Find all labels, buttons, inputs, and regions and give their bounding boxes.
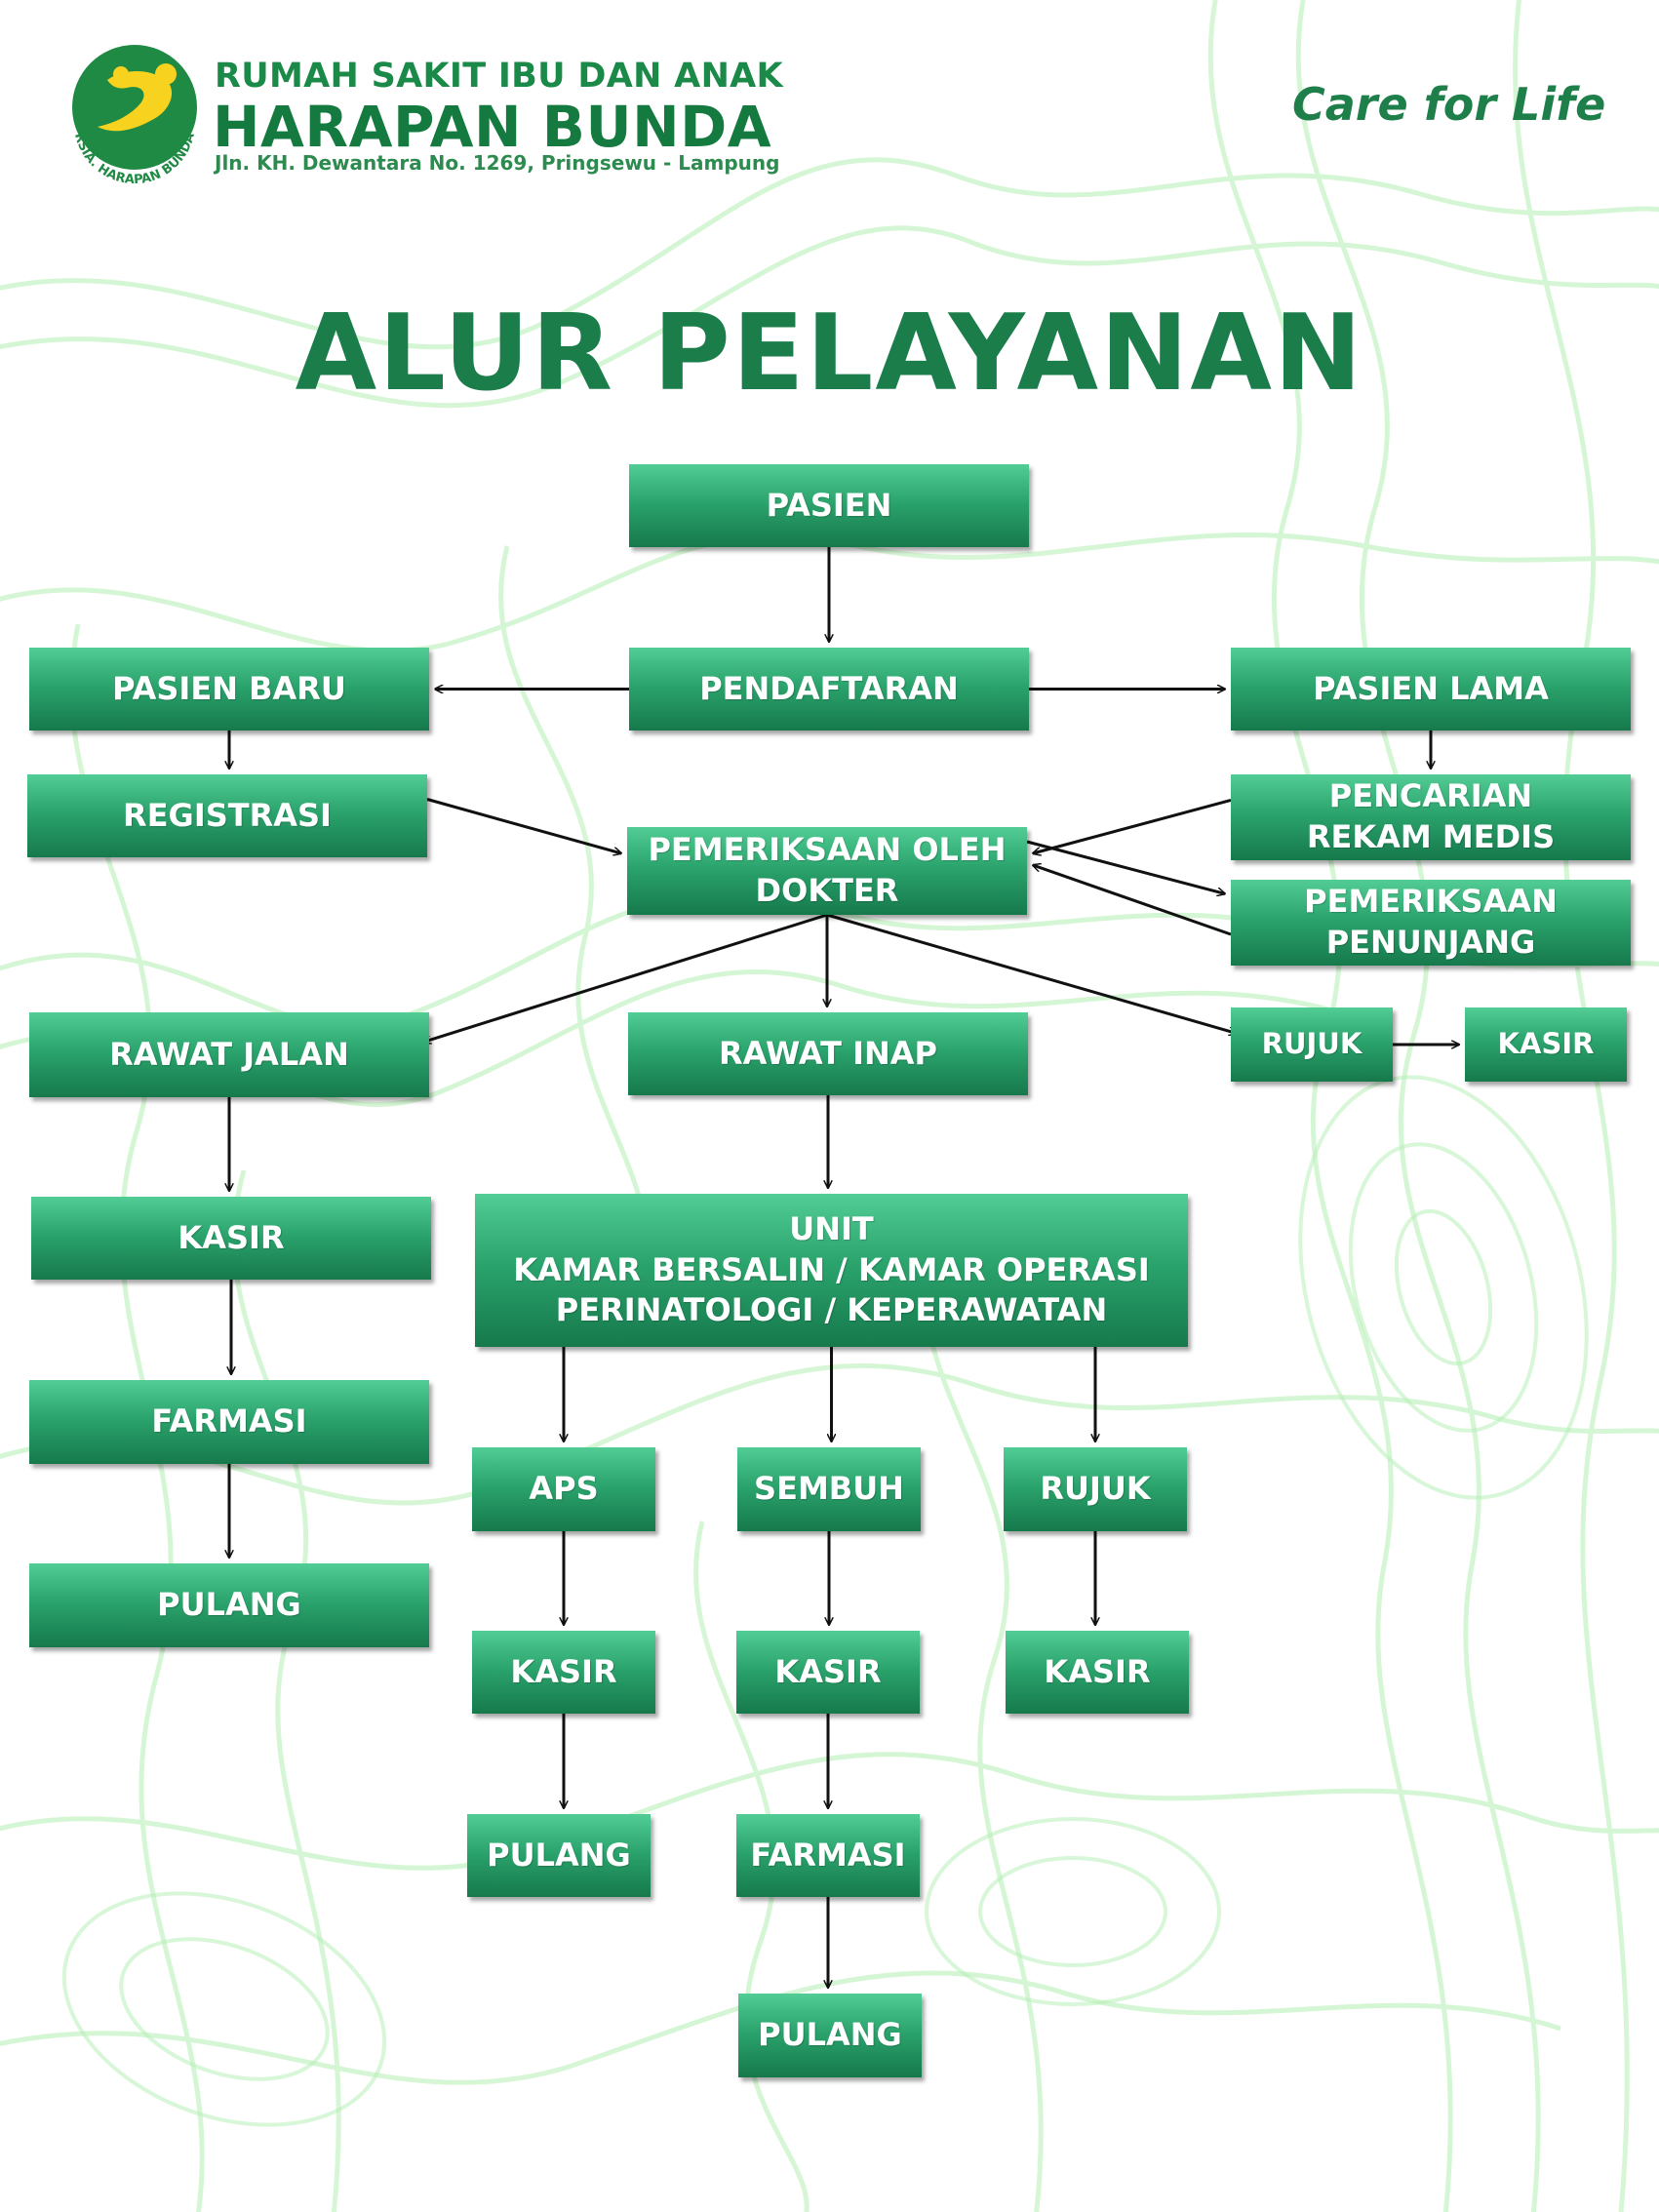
node-label: PULANG xyxy=(157,1586,301,1624)
node-kasir: KASIR xyxy=(31,1197,431,1280)
node-label: PENDAFTARAN xyxy=(699,669,959,707)
node-pulang: PULANG xyxy=(738,1994,922,2077)
node-rujuk: RUJUK xyxy=(1004,1447,1187,1531)
node-pasien-baru: PASIEN BARU xyxy=(29,648,429,731)
tagline: Care for Life xyxy=(1292,78,1606,131)
node-pulang: PULANG xyxy=(467,1814,651,1897)
hospital-subtitle: RUMAH SAKIT IBU DAN ANAK xyxy=(215,57,783,96)
node-label: RAWAT JALAN xyxy=(109,1035,349,1073)
node-farmasi: FARMASI xyxy=(736,1814,920,1897)
node-label: RAWAT INAP xyxy=(719,1034,937,1072)
node-rawat-jalan: RAWAT JALAN xyxy=(29,1012,429,1097)
node-pemeriksaan-dokter: PEMERIKSAAN OLEH DOKTER xyxy=(627,827,1027,915)
node-pasien: PASIEN xyxy=(629,464,1029,547)
node-farmasi: FARMASI xyxy=(29,1380,429,1464)
node-unit: UNIT KAMAR BERSALIN / KAMAR OPERASI PERI… xyxy=(475,1194,1188,1347)
hospital-name: HARAPAN BUNDA xyxy=(213,94,772,160)
node-pasien-lama: PASIEN LAMA xyxy=(1231,648,1631,731)
node-pencarian-rekam-medis: PENCARIAN REKAM MEDIS xyxy=(1231,774,1631,860)
node-kasir: KASIR xyxy=(1006,1631,1189,1714)
node-label: APS xyxy=(529,1470,599,1508)
hospital-address: Jln. KH. Dewantara No. 1269, Pringsewu -… xyxy=(215,151,780,175)
logo-figure xyxy=(98,70,173,132)
node-label: RUJUK xyxy=(1261,1027,1363,1061)
node-label: KASIR xyxy=(178,1218,285,1256)
node-label: REGISTRASI xyxy=(123,796,332,834)
arrow-pemeriksaan_dokter-to-rawat_jalan xyxy=(423,913,828,1042)
arrow-pencarian_rm-to-pemeriksaan_dokter xyxy=(1033,798,1232,853)
logo-baby-icon xyxy=(113,66,129,82)
node-label: FARMASI xyxy=(750,1836,906,1874)
node-label: PASIEN LAMA xyxy=(1313,669,1549,707)
node-label: PEMERIKSAAN OLEH DOKTER xyxy=(648,831,1007,909)
node-kasir: KASIR xyxy=(736,1631,920,1714)
node-label: PASIEN BARU xyxy=(112,669,346,707)
arrow-pemeriksaan_dokter-to-pemeriksaan_penunjang xyxy=(1026,840,1225,893)
node-label: PULANG xyxy=(487,1836,631,1874)
node-label: KASIR xyxy=(510,1652,617,1690)
page-title: ALUR PELAYANAN xyxy=(295,293,1364,415)
node-kasir: KASIR xyxy=(1465,1007,1627,1082)
node-sembuh: SEMBUH xyxy=(737,1447,921,1531)
node-aps: APS xyxy=(472,1447,655,1531)
node-pemeriksaan-penunjang: PEMERIKSAAN PENUNJANG xyxy=(1231,880,1631,966)
node-label: UNIT KAMAR BERSALIN / KAMAR OPERASI PERI… xyxy=(513,1210,1150,1329)
node-label: KASIR xyxy=(1497,1027,1595,1061)
node-pulang: PULANG xyxy=(29,1563,429,1647)
node-rawat-inap: RAWAT INAP xyxy=(628,1012,1028,1095)
node-label: SEMBUH xyxy=(754,1470,904,1508)
node-label: PULANG xyxy=(758,2016,902,2054)
node-label: PEMERIKSAAN PENUNJANG xyxy=(1304,883,1558,961)
node-pendaftaran: PENDAFTARAN xyxy=(629,648,1029,731)
hospital-logo: RSIA. HARAPAN BUNDA xyxy=(71,45,198,187)
node-label: KASIR xyxy=(1044,1652,1151,1690)
node-label: FARMASI xyxy=(151,1402,307,1441)
node-label: PENCARIAN REKAM MEDIS xyxy=(1306,777,1556,855)
node-label: KASIR xyxy=(774,1652,882,1690)
logo-head-icon xyxy=(155,63,177,85)
node-registrasi: REGISTRASI xyxy=(27,774,427,857)
arrow-registrasi-to-pemeriksaan_dokter xyxy=(426,798,621,854)
node-kasir: KASIR xyxy=(472,1631,655,1714)
arrow-pemeriksaan_penunjang-to-pemeriksaan_dokter xyxy=(1033,865,1232,936)
node-label: RUJUK xyxy=(1040,1470,1151,1508)
arrow-pemeriksaan_dokter-to-rujuk_top xyxy=(826,913,1237,1034)
node-rujuk: RUJUK xyxy=(1231,1007,1393,1082)
node-label: PASIEN xyxy=(766,486,892,524)
